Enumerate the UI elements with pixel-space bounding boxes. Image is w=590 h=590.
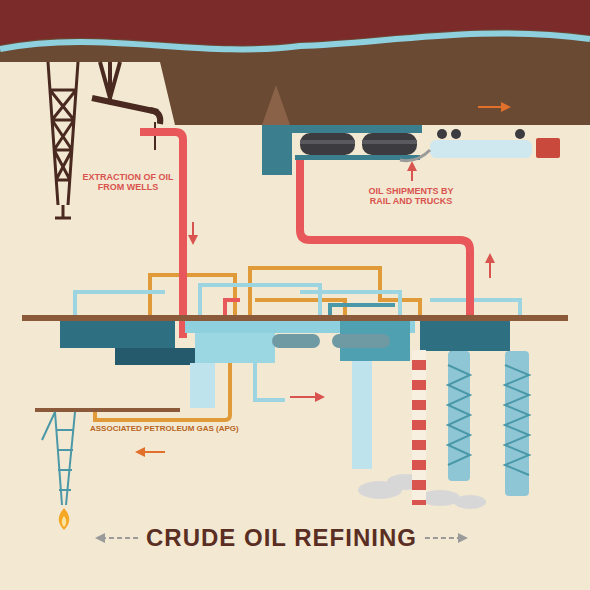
oil-truck-part — [515, 129, 525, 139]
oil-truck — [400, 129, 560, 161]
title-arrows-part — [425, 537, 463, 539]
diagram-title: CRUDE OIL REFINING — [146, 524, 417, 552]
oil-derrick — [48, 62, 78, 218]
distillation-columns-part — [505, 351, 529, 496]
oil-truck-part — [430, 140, 532, 158]
illustration-label: EXTRACTION OF OIL FROM WELLS — [82, 172, 174, 193]
flow-arrows-part — [478, 106, 506, 108]
rail-tankers — [262, 125, 422, 175]
refinery-units — [60, 321, 510, 469]
rail-tankers-part — [362, 133, 417, 155]
upper-pipes-part — [250, 268, 420, 315]
title-arrows-part — [100, 537, 138, 539]
upper-pipes-part — [200, 285, 320, 315]
upper-pipes-part — [150, 275, 235, 315]
refinery-units-part — [255, 363, 285, 400]
upper-pipes-part — [330, 305, 395, 315]
gas-flare-part — [59, 508, 70, 530]
ground-layers-part — [262, 85, 290, 125]
crude-oil-pipes — [140, 132, 470, 338]
rail-tankers-part — [300, 140, 355, 144]
oil-derrick-part — [55, 205, 71, 218]
flow-arrows-part — [140, 451, 165, 453]
illustration-label: OIL SHIPMENTS BY RAIL AND TRUCKS — [362, 186, 460, 207]
distillation-columns-part — [505, 365, 529, 475]
oil-derrick-part — [48, 62, 78, 205]
illustration-label: ASSOCIATED PETROLEUM GAS (APG) — [90, 424, 280, 433]
upper-pipes-part — [430, 300, 520, 315]
distillation-columns — [448, 351, 529, 496]
flow-arrows-part — [192, 222, 194, 240]
flow-arrows-part — [411, 166, 413, 181]
ground-layers — [0, 0, 590, 125]
pump-jack-part — [100, 62, 120, 98]
rail-tankers-part — [262, 125, 292, 175]
oil-truck-part — [437, 129, 447, 139]
refinery-units-part — [195, 333, 275, 363]
refinery-units-part — [272, 334, 320, 348]
refinery-units-part — [115, 348, 195, 365]
refinery-units-part — [420, 321, 510, 351]
flow-arrows-part — [489, 258, 491, 278]
pump-jack — [92, 62, 160, 150]
rail-tankers-part — [362, 140, 417, 144]
refinery-units-part — [190, 363, 215, 408]
smoke-part — [454, 495, 486, 509]
refinery-units-part — [352, 361, 372, 469]
oil-truck-part — [400, 150, 430, 161]
refinery-units-part — [60, 321, 175, 348]
refinery-units-part — [332, 334, 390, 348]
distillation-columns-part — [448, 365, 470, 465]
upper-pipes-part — [300, 292, 400, 315]
crude-oil-pipes-part — [300, 160, 470, 335]
upper-pipes-part — [75, 292, 165, 315]
oil-truck-part — [451, 129, 461, 139]
flow-arrows-part — [290, 396, 320, 398]
crude-oil-pipes-part — [140, 132, 183, 338]
platform — [22, 315, 568, 321]
ground-layers-part — [0, 0, 590, 45]
distillation-columns-part — [448, 351, 470, 481]
rail-tankers-part — [300, 133, 355, 155]
upper-pipes-part — [225, 300, 240, 315]
ground-layers-part — [0, 33, 590, 49]
upper-pipes — [75, 268, 520, 315]
gas-flare-part — [62, 516, 67, 527]
pump-jack-part — [92, 98, 158, 112]
chimney — [412, 350, 426, 505]
pump-jack-part — [150, 110, 160, 124]
oil-truck-part — [536, 138, 560, 158]
gas-flare-part — [42, 412, 75, 505]
gas-flare-part — [35, 408, 180, 412]
